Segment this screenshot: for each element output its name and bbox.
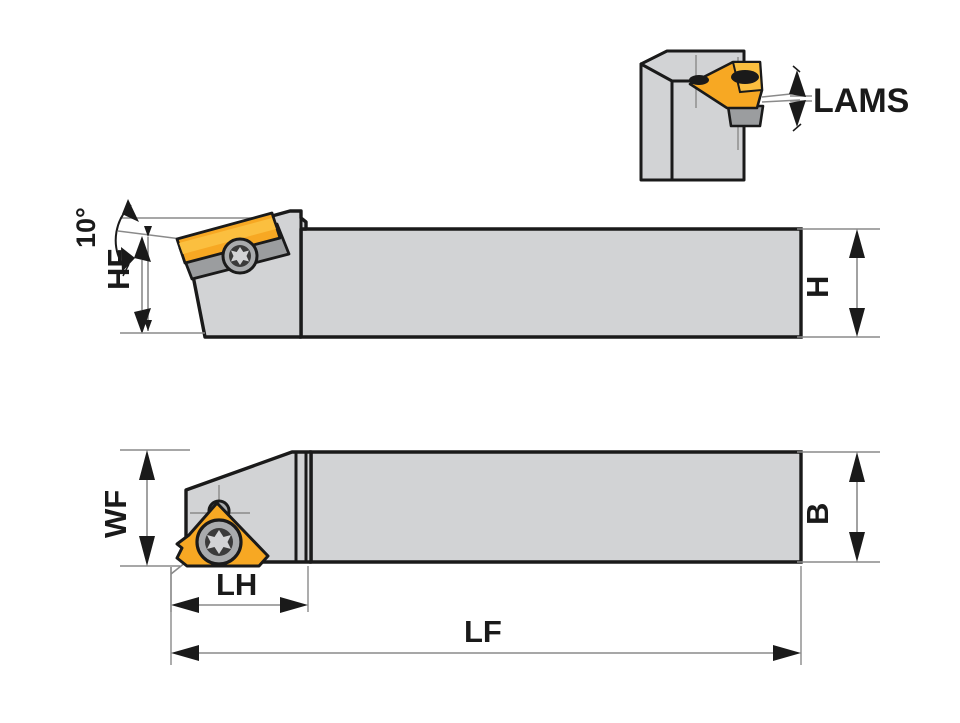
b-dimension bbox=[797, 451, 880, 563]
side-angle-arrow-top bbox=[122, 199, 139, 222]
hf-label: HF bbox=[101, 249, 136, 290]
top-clamp-screw bbox=[195, 518, 243, 566]
lh-arrow-left bbox=[171, 597, 199, 613]
side-view: 10° HF bbox=[71, 199, 880, 339]
h-dimension bbox=[797, 228, 880, 338]
angle-10-label: 10° bbox=[71, 207, 101, 248]
side-angle-arrow-bottom bbox=[121, 247, 135, 272]
wf-arrow-top bbox=[139, 450, 155, 480]
side-angle-indicator bbox=[114, 199, 139, 277]
side-angle-tail bbox=[122, 263, 130, 277]
wf-dimension bbox=[120, 449, 190, 567]
b-arrow-top bbox=[849, 452, 865, 482]
lf-arrow-left bbox=[171, 645, 199, 661]
wf-arrow-bottom bbox=[139, 536, 155, 566]
side-shank-body bbox=[299, 227, 803, 339]
h-label: H bbox=[800, 276, 835, 298]
lams-insert-screw-hole bbox=[731, 70, 759, 84]
side-screw-torx-glyph bbox=[231, 247, 249, 265]
lf-dimension bbox=[170, 566, 802, 665]
side-clamp-screw bbox=[221, 237, 259, 275]
lams-detail-view: LAMS bbox=[639, 49, 909, 182]
top-shank-body bbox=[309, 450, 803, 564]
lf-arrow-right bbox=[773, 645, 801, 661]
lh-label: LH bbox=[216, 567, 257, 602]
top-screw-torx-glyph bbox=[207, 530, 231, 554]
hf-arrow-bottom bbox=[134, 308, 151, 334]
lf-label: LF bbox=[464, 614, 502, 649]
side-insert-highlight bbox=[179, 218, 276, 254]
hf-dimension bbox=[120, 226, 205, 334]
b-arrow-bottom bbox=[849, 532, 865, 562]
lh-arrow-right bbox=[280, 597, 308, 613]
h-arrow-top bbox=[849, 229, 865, 258]
lams-cutting-edge-ellipse bbox=[689, 75, 709, 85]
hf-arrow-top bbox=[134, 236, 151, 262]
top-view: WF B LH LF bbox=[98, 449, 880, 665]
lams-block-left-face bbox=[639, 62, 674, 182]
wf-label: WF bbox=[98, 490, 133, 538]
lams-angle-arrows bbox=[789, 65, 806, 132]
h-arrow-bottom bbox=[849, 308, 865, 337]
b-label: B bbox=[800, 503, 835, 525]
lams-label: LAMS bbox=[813, 82, 909, 120]
